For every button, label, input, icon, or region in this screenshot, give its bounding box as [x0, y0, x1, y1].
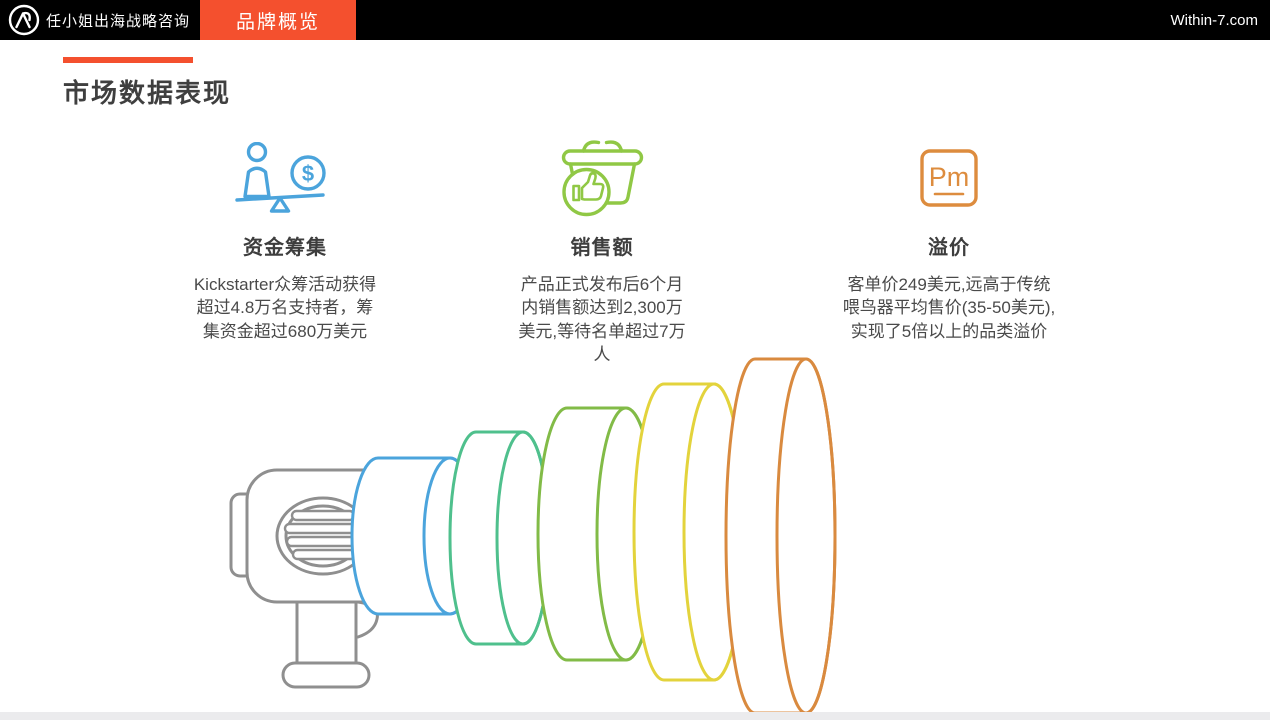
- ribbon-ring-front-rim: [682, 382, 746, 682]
- ribbon-ring-front-rim: [422, 456, 478, 616]
- tab-brand-overview[interactable]: 品牌概览: [200, 0, 356, 40]
- top-bar: 任小姐出海战略咨询 品牌概览 Within-7.com: [0, 0, 1270, 40]
- ribbon-ring-band: [632, 382, 746, 682]
- ribbon-ring-front-rim: [775, 357, 837, 715]
- ribbon-ring-band: [536, 406, 657, 662]
- bottom-strip: [0, 712, 1270, 720]
- ribbon-ring-band: [350, 456, 478, 616]
- stat-label: 资金筹集: [243, 237, 327, 259]
- logo-icon[interactable]: [8, 4, 40, 36]
- megaphone-icon: [229, 468, 416, 689]
- pm-symbol: Pm: [929, 162, 970, 192]
- ribbon-ring-front-rim: [495, 430, 551, 646]
- ribbon-ring-band: [448, 430, 551, 646]
- basket-thumbs-up-icon: [512, 140, 692, 217]
- balance-person-dollar-icon: $: [185, 142, 385, 213]
- stat-label: 溢价: [928, 237, 970, 259]
- site-domain: Within-7.com: [1170, 11, 1258, 29]
- ribbon-ring-band: [724, 357, 837, 715]
- stat-label: 销售额: [570, 237, 634, 259]
- title-accent-bar: [63, 57, 193, 63]
- stat-premium: Pm 溢价 客单价249美元,远高于传统喂鸟器平均售价(35-50美元),实现了…: [840, 143, 1058, 343]
- stat-funding: $ 资金筹集 Kickstarter众筹活动获得超过4.8万名支持者，筹集资金超…: [185, 142, 385, 343]
- stat-text: 产品正式发布后6个月内销售额达到2,300万美元,等待名单超过7万人: [518, 275, 686, 365]
- spiral-ribbon-rings: [350, 357, 837, 715]
- page-title: 市场数据表现: [63, 79, 232, 108]
- dollar-symbol: $: [302, 161, 314, 186]
- ribbon-ring-front-rim: [595, 406, 657, 662]
- stat-text: 客单价249美元,远高于传统喂鸟器平均售价(35-50美元),实现了5倍以上的品…: [842, 275, 1056, 341]
- brand-name: 任小姐出海战略咨询: [46, 13, 191, 30]
- premium-pm-badge-icon: Pm: [840, 143, 1058, 213]
- stat-sales: 销售额 产品正式发布后6个月内销售额达到2,300万美元,等待名单超过7万人: [512, 140, 692, 367]
- stat-text: Kickstarter众筹活动获得超过4.8万名支持者，筹集资金超过680万美元: [193, 275, 377, 341]
- title-block: 市场数据表现: [63, 57, 231, 110]
